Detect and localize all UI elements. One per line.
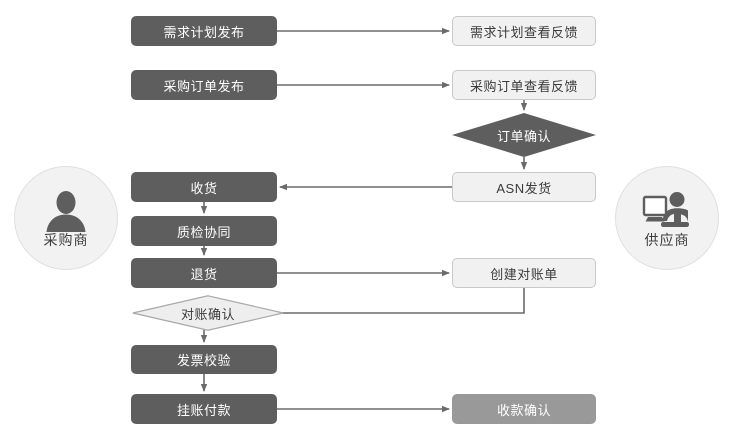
node-quality-collaboration[interactable]: 质检协同 [131, 216, 277, 246]
node-label: 采购订单查看反馈 [469, 78, 578, 94]
node-label: 创建对账单 [490, 266, 558, 282]
node-label: 发票校验 [176, 353, 231, 368]
node-asn-shipment[interactable]: ASN发货 [452, 172, 596, 202]
node-goods-receipt[interactable]: 收货 [131, 172, 277, 202]
node-create-statement[interactable]: 创建对账单 [452, 258, 596, 288]
node-purchase-order-feedback[interactable]: 采购订单查看反馈 [452, 70, 596, 100]
node-label: 对账确认 [180, 306, 235, 322]
node-invoice-verification[interactable]: 发票校验 [131, 345, 277, 374]
node-receipt-confirm[interactable]: 收款确认 [452, 394, 596, 424]
node-label: 质检协同 [176, 224, 231, 240]
node-label: 订单确认 [496, 128, 551, 144]
node-label: 退货 [190, 266, 218, 282]
node-demand-plan-publish[interactable]: 需求计划发布 [131, 16, 277, 46]
node-reconciliation-confirm[interactable]: 对账确认 [132, 295, 284, 331]
actor-supplier-label: 供应商 [644, 231, 690, 248]
actor-buyer[interactable]: 采购商 [14, 166, 118, 270]
node-payable-payment[interactable]: 挂账付款 [131, 394, 277, 424]
node-label: 需求计划发布 [163, 24, 245, 40]
node-label: 需求计划查看反馈 [469, 24, 578, 40]
node-label: ASN发货 [496, 180, 552, 196]
node-label: 采购订单发布 [163, 78, 245, 94]
node-purchase-order-publish[interactable]: 采购订单发布 [131, 70, 277, 100]
node-order-confirm[interactable]: 订单确认 [452, 113, 596, 157]
node-label: 收货 [190, 180, 218, 196]
actor-buyer-label: 采购商 [43, 231, 89, 248]
node-return-goods[interactable]: 退货 [131, 258, 277, 288]
diamond-shape [452, 113, 596, 157]
person-at-computer-icon [642, 191, 689, 227]
actor-supplier[interactable]: 供应商 [615, 166, 719, 270]
node-demand-plan-feedback[interactable]: 需求计划查看反馈 [452, 16, 596, 46]
node-label: 挂账付款 [176, 402, 231, 418]
node-label: 收款确认 [496, 402, 551, 418]
person-silhouette-icon [46, 190, 86, 232]
